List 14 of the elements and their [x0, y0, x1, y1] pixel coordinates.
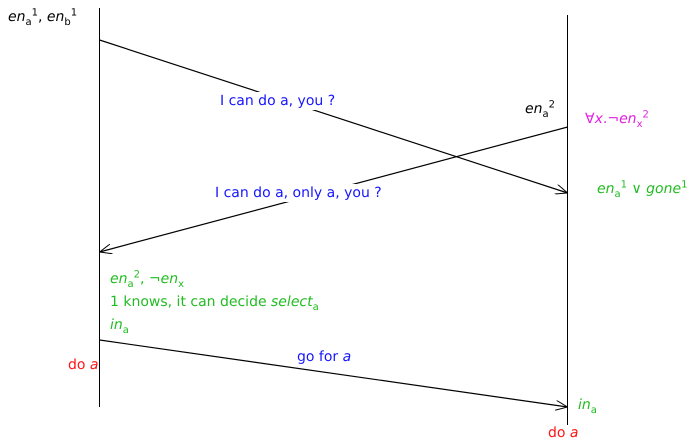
state-formula: en$_{a}$$^{2}$, ¬en$_{x}$: [110, 270, 184, 288]
action-label: do a: [548, 424, 578, 442]
state-formula: in$_{a}$: [578, 396, 597, 414]
action-label: do a: [68, 356, 98, 374]
message-label: I can do a, you ?: [220, 92, 336, 110]
lifeline: [99, 8, 100, 407]
state-formula: en$_{a}$$^{1}$ ∨ gone$^{1}$: [597, 180, 688, 198]
state-formula: in$_{a}$: [110, 316, 129, 334]
lifeline: [567, 15, 568, 425]
message-arrow: [100, 339, 568, 411]
message-label: I can do a, only a, you ?: [215, 184, 382, 202]
knowledge-note: 1 knows, it can decide select$_{a}$: [110, 293, 319, 311]
message-arrow: [99, 39, 568, 195]
message-label: go for a: [297, 348, 352, 366]
